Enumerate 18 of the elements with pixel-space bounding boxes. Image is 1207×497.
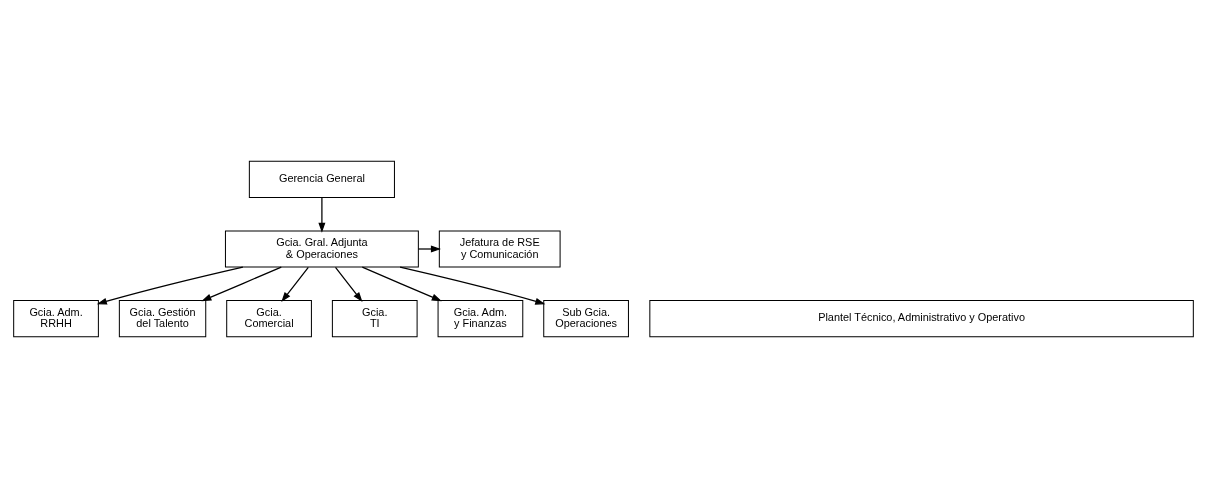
arrow [281,266,309,302]
node-box: Gcia. Gral. Adjunta & Operaciones [224,229,419,268]
node-box: Gcia. Adm. y Finanzas [437,299,524,337]
arrow [201,266,282,301]
node-box: Plantel Técnico, Administrativo y Operativo [649,299,1194,337]
node-box: Jefatura de RSE y Comunicación [438,229,561,268]
node-box: Gcia. TI [331,299,418,337]
arrow [399,265,546,305]
node-box: Gcia. Gestión del Talento [118,299,207,337]
node-box: Sub Gcia. Operaciones [543,299,629,337]
arrow [361,266,442,301]
node-box: Gcia. Comercial [226,299,312,337]
arrow [318,196,326,233]
arrow [96,265,244,305]
node-box: Gcia. Adm. RRHH [13,299,99,337]
arrow [334,266,363,302]
node-box: Gerencia General [248,160,395,198]
arrow [417,244,441,253]
